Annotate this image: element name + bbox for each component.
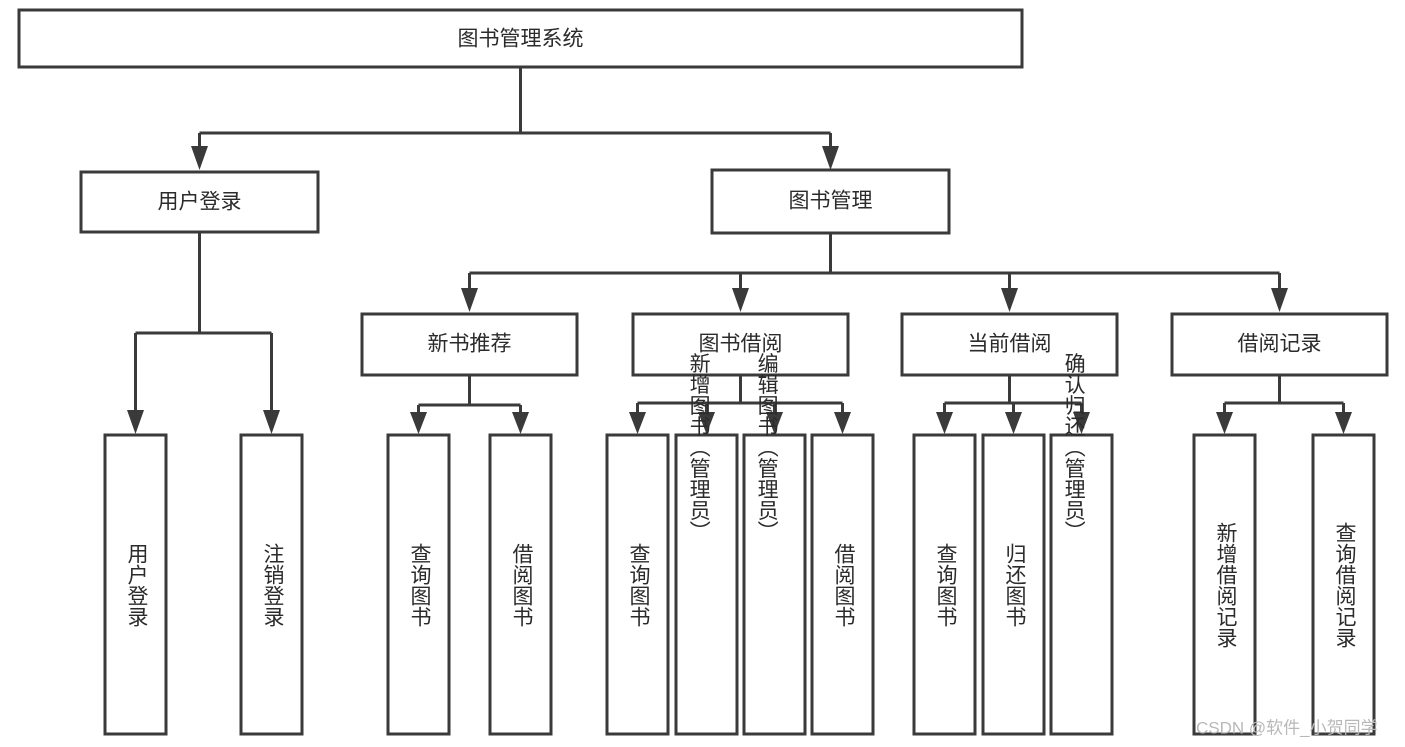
- node-root-label: 图书管理系统: [458, 28, 584, 51]
- leaf-node-return-book[interactable]: 归还图书: [981, 433, 1046, 736]
- leaf-node-edit-book-label: 编辑图书（管理员）: [755, 353, 779, 542]
- leaf-node-query-book-current-box: [912, 433, 977, 736]
- leaf-node-query-book-current[interactable]: 查询图书: [912, 433, 977, 736]
- arrow-head-leaf-query-book-1: [410, 412, 427, 434]
- arrow-head-leaf-user-login: [127, 410, 144, 434]
- connector-group-book-mgmt: [461, 233, 1288, 312]
- node-root-box: [17, 8, 1024, 69]
- node-borrow-record-label: 借阅记录: [1238, 333, 1322, 356]
- leaf-node-query-borrow-record-label: 查询借阅记录: [1333, 522, 1357, 648]
- leaf-node-return-book-box: [981, 433, 1046, 736]
- leaf-node-borrow-book-recommend-label: 借阅图书: [510, 543, 534, 627]
- csdn-watermark: CSDN @软件_小贺同学: [1196, 718, 1378, 737]
- leaf-node-query-book-borrow-label: 查询图书: [627, 543, 651, 627]
- node-root-book-management-system[interactable]: 图书管理系统: [17, 8, 1024, 69]
- leaf-node-add-book[interactable]: 新增图书（管理员）: [674, 353, 739, 736]
- arrow-head-leaf-query-book-3: [936, 412, 953, 434]
- leaf-node-user-login[interactable]: 用户登录: [103, 433, 168, 736]
- node-current-borrow-label: 当前借阅: [968, 333, 1052, 356]
- arrow-head-leaf-borrow-book-2: [834, 412, 851, 434]
- node-user-login[interactable]: 用户登录: [79, 170, 320, 234]
- leaf-node-query-book-recommend-box: [386, 433, 451, 736]
- leaf-node-add-borrow-record[interactable]: 新增借阅记录: [1192, 433, 1257, 736]
- node-book-management-label: 图书管理: [789, 190, 873, 213]
- connector-group-root: [191, 67, 839, 170]
- connector-group-new-book-recommend: [410, 375, 529, 434]
- node-new-book-recommend[interactable]: 新书推荐: [360, 312, 579, 377]
- arrow-head-leaf-borrow-book-1: [512, 412, 529, 434]
- leaf-node-borrow-book-recommend-box: [488, 433, 553, 736]
- leaf-node-borrow-book-box: [810, 433, 875, 736]
- connector-group-book-borrow: [629, 375, 851, 434]
- arrow-head-leaf-edit-book: [766, 412, 783, 434]
- arrow-head-leaf-add-book: [698, 412, 715, 434]
- leaf-node-query-book-recommend-label: 查询图书: [408, 543, 432, 627]
- leaf-node-user-login-label: 用户登录: [125, 543, 149, 627]
- leaf-node-add-borrow-record-box: [1192, 433, 1257, 736]
- connector-group-borrow-record: [1216, 375, 1352, 434]
- leaf-node-query-borrow-record-box: [1311, 433, 1376, 736]
- node-new-book-recommend-box: [360, 312, 579, 377]
- arrow-head-leaf-logout: [263, 410, 280, 434]
- leaf-node-return-book-label: 归还图书: [1003, 543, 1027, 627]
- leaf-node-add-borrow-record-label: 新增借阅记录: [1214, 522, 1238, 648]
- node-book-borrow-box: [631, 312, 850, 377]
- node-book-borrow[interactable]: 图书借阅: [631, 312, 850, 377]
- node-borrow-record[interactable]: 借阅记录: [1170, 312, 1389, 377]
- node-current-borrow[interactable]: 当前借阅: [900, 312, 1119, 377]
- leaf-node-borrow-book-recommend[interactable]: 借阅图书: [488, 433, 553, 736]
- leaf-node-query-borrow-record[interactable]: 查询借阅记录: [1311, 433, 1376, 736]
- leaf-node-borrow-book-label: 借阅图书: [832, 543, 856, 627]
- arrow-head-current-borrow: [1001, 288, 1018, 312]
- arrow-head-leaf-confirm-return: [1073, 412, 1090, 434]
- leaf-node-borrow-book[interactable]: 借阅图书: [810, 433, 875, 736]
- node-user-login-label: 用户登录: [158, 191, 242, 214]
- leaf-node-query-book-borrow[interactable]: 查询图书: [605, 433, 670, 736]
- node-book-management-box: [710, 168, 951, 235]
- arrow-head-book-mgmt: [822, 146, 839, 170]
- arrow-head-user-login: [191, 146, 208, 170]
- leaf-node-logout-label: 注销登录: [261, 543, 285, 627]
- arrow-head-leaf-return-book: [1005, 412, 1022, 434]
- arrow-head-leaf-query-record: [1335, 412, 1352, 434]
- leaf-node-user-login-box: [103, 433, 168, 736]
- arrow-head-book-borrow: [732, 288, 749, 312]
- leaf-node-query-book-current-label: 查询图书: [934, 543, 958, 627]
- leaf-node-query-book-borrow-box: [605, 433, 670, 736]
- leaf-node-edit-book-box: [742, 433, 807, 736]
- leaf-node-logout[interactable]: 注销登录: [239, 433, 304, 736]
- leaf-node-confirm-return-box: [1049, 433, 1114, 736]
- leaf-node-edit-book[interactable]: 编辑图书（管理员）: [742, 353, 807, 736]
- node-borrow-record-box: [1170, 312, 1389, 377]
- connector-group-current-borrow: [936, 375, 1090, 434]
- leaf-node-logout-box: [239, 433, 304, 736]
- arrow-head-leaf-add-record: [1216, 412, 1233, 434]
- node-new-book-recommend-label: 新书推荐: [428, 333, 512, 356]
- leaf-node-query-book-recommend[interactable]: 查询图书: [386, 433, 451, 736]
- node-book-management[interactable]: 图书管理: [710, 168, 951, 235]
- arrow-head-borrow-record: [1271, 288, 1288, 312]
- leaf-node-add-book-box: [674, 433, 739, 736]
- leaf-node-confirm-return-label: 确认归还（管理员）: [1062, 353, 1086, 542]
- leaf-node-add-book-label: 新增图书（管理员）: [687, 353, 711, 542]
- node-book-borrow-label: 图书借阅: [699, 333, 783, 356]
- arrow-head-new-book: [461, 288, 478, 312]
- leaf-node-confirm-return[interactable]: 确认归还（管理员）: [1049, 353, 1114, 736]
- connector-group-user-login: [127, 232, 280, 434]
- node-current-borrow-box: [900, 312, 1119, 377]
- arrow-head-leaf-query-book-2: [629, 412, 646, 434]
- node-user-login-box: [79, 170, 320, 234]
